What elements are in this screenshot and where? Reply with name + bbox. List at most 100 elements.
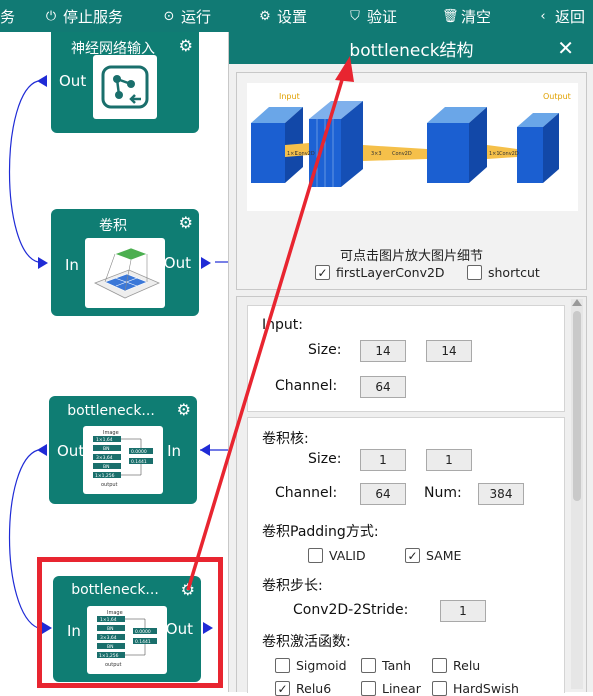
- diagram-l3: 3×3: [371, 151, 382, 157]
- input-channel-field[interactable]: 64: [360, 376, 406, 398]
- checkbox-unchecked-icon[interactable]: [467, 265, 482, 280]
- input-channel-label: Channel:: [275, 378, 338, 394]
- first-layer-label: firstLayerConv2D: [336, 265, 445, 280]
- port-out-label: Out: [57, 442, 85, 460]
- node-thumbnail: Image 1×1,64 BN 3×3,64 BN 1×1,256 output…: [83, 426, 163, 494]
- clear-button[interactable]: 🗑 清空: [442, 0, 491, 32]
- port-out-arrow[interactable]: [37, 75, 47, 87]
- gear-icon[interactable]: ⚙: [178, 36, 193, 55]
- checkbox-unchecked-icon[interactable]: [432, 681, 447, 696]
- activation-tanh-checkbox[interactable]: Tanh: [361, 658, 411, 673]
- checkbox-checked-icon[interactable]: ✓: [405, 548, 420, 563]
- activation-linear-checkbox[interactable]: Linear: [361, 681, 421, 696]
- shortcut-checkbox[interactable]: shortcut: [467, 265, 540, 280]
- node-bottleneck-1[interactable]: bottleneck... ⚙ Out In Image 1×1,64 BN 3…: [49, 396, 197, 504]
- kernel-section-title: 卷积核:: [262, 431, 309, 447]
- port-out-arrow[interactable]: [201, 257, 211, 269]
- gear-icon: ⚙: [259, 8, 271, 24]
- checkbox-checked-icon[interactable]: ✓: [275, 681, 290, 696]
- structure-diagram-image[interactable]: Input Output: [247, 83, 578, 211]
- bottleneck-panel: bottleneck结构 ✕ Input Output: [228, 32, 593, 696]
- kernel-num-field[interactable]: 384: [478, 483, 524, 505]
- port-out-label: Out: [165, 620, 193, 638]
- thumb-v1: 0.0000: [131, 449, 147, 455]
- checkbox-checked-icon[interactable]: ✓: [315, 265, 330, 280]
- relu-label: Relu: [453, 658, 481, 673]
- port-out-arrow[interactable]: [37, 444, 47, 456]
- padding-valid-checkbox[interactable]: VALID: [308, 548, 366, 563]
- thumb-bn: BN: [103, 446, 109, 452]
- activation-title: 卷积激活函数:: [262, 634, 351, 650]
- structure-image-box: Input Output: [236, 72, 587, 290]
- thumb-output-text: output: [101, 482, 118, 488]
- thumb-image-text: Image: [103, 430, 119, 436]
- first-layer-conv2d-checkbox[interactable]: ✓ firstLayerConv2D: [315, 265, 445, 280]
- activation-relu6-checkbox[interactable]: ✓ Relu6: [275, 681, 331, 696]
- node-bottleneck-2[interactable]: bottleneck... ⚙ In Out Image 1×1,64 BN 3…: [53, 576, 201, 682]
- checkbox-unchecked-icon[interactable]: [275, 658, 290, 673]
- checkbox-unchecked-icon[interactable]: [432, 658, 447, 673]
- hardswish-label: HardSwish: [453, 681, 519, 696]
- port-in-arrow[interactable]: [42, 622, 52, 634]
- checkbox-unchecked-icon[interactable]: [361, 658, 376, 673]
- shortcut-label: shortcut: [488, 265, 540, 280]
- bottleneck-diagram-icon: Image 1×1,64 BN 3×3,64 BN 1×1,256 output…: [97, 610, 157, 668]
- node-title: bottleneck...: [71, 582, 159, 598]
- activation-relu-checkbox[interactable]: Relu: [432, 658, 480, 673]
- gear-icon[interactable]: ⚙: [178, 213, 193, 232]
- kernel-num-label: Num:: [424, 485, 462, 501]
- toolbar-item-cut-label: 务: [0, 7, 16, 26]
- diagram-l4: Conv2D: [392, 151, 412, 157]
- node-conv[interactable]: 卷积 ⚙ In Out: [51, 209, 199, 316]
- bottleneck-diagram-icon: Image 1×1,64 BN 3×3,64 BN 1×1,256 output…: [93, 430, 153, 490]
- scroll-thumb[interactable]: [573, 311, 581, 501]
- thumb-bn: BN: [107, 626, 113, 632]
- tanh-label: Tanh: [382, 658, 412, 673]
- activation-sigmoid-checkbox[interactable]: Sigmoid: [275, 658, 347, 673]
- vertical-scrollbar[interactable]: [571, 299, 583, 689]
- activation-hardswish-checkbox[interactable]: HardSwish: [432, 681, 519, 696]
- port-out-arrow[interactable]: [203, 622, 213, 634]
- checkbox-unchecked-icon[interactable]: [361, 681, 376, 696]
- padding-same-checkbox[interactable]: ✓ SAME: [405, 548, 461, 563]
- stride-label: Conv2D-2Stride:: [293, 602, 409, 618]
- input-size-width-field[interactable]: 14: [360, 340, 406, 362]
- thumb-r1: 1×1,64: [96, 437, 113, 443]
- back-button[interactable]: ‹ 返回: [536, 0, 585, 32]
- close-icon[interactable]: ✕: [557, 36, 574, 60]
- stop-service-button[interactable]: ⏻ 停止服务: [44, 0, 123, 32]
- kernel-channel-field[interactable]: 64: [360, 483, 406, 505]
- port-in-arrow[interactable]: [200, 444, 210, 456]
- thumb-bn-2: BN: [103, 464, 109, 470]
- chevron-left-icon: ‹: [540, 8, 546, 24]
- sigmoid-label: Sigmoid: [296, 658, 347, 673]
- kernel-size-width-field[interactable]: 1: [360, 449, 406, 471]
- scroll-up-arrow-icon[interactable]: [572, 299, 582, 306]
- verify-label: 验证: [367, 7, 398, 26]
- checkbox-unchecked-icon[interactable]: [308, 548, 323, 563]
- power-icon: ⏻: [45, 8, 57, 24]
- settings-button[interactable]: ⚙ 设置: [258, 0, 307, 32]
- run-button[interactable]: ⊙ 运行: [162, 0, 211, 32]
- top-toolbar: 务 ⏻ 停止服务 ⊙ 运行 ⚙ 设置 ⛉ 验证 🗑 清空 ‹ 返回: [0, 0, 593, 32]
- input-size-height-field[interactable]: 14: [426, 340, 472, 362]
- node-neural-input[interactable]: 神经网络输入 ⚙ Out: [51, 32, 199, 133]
- padding-title: 卷积Padding方式:: [262, 524, 379, 540]
- thumb-v2: 0.1441: [135, 639, 151, 645]
- valid-label: VALID: [329, 548, 366, 563]
- selection-highlight-box: [37, 557, 223, 688]
- panel-header: bottleneck结构 ✕: [229, 32, 593, 64]
- port-in-arrow[interactable]: [38, 257, 48, 269]
- thumb-r1: 1×1,64: [100, 617, 117, 623]
- kernel-size-height-field[interactable]: 1: [426, 449, 472, 471]
- toolbar-item-cut[interactable]: 务: [0, 0, 15, 32]
- input-section-title: Input:: [262, 317, 303, 333]
- play-icon: ⊙: [163, 8, 175, 24]
- verify-button[interactable]: ⛉ 验证: [348, 0, 397, 32]
- gear-icon[interactable]: ⚙: [176, 400, 191, 419]
- thumb-output-text: output: [105, 662, 122, 668]
- stride-field[interactable]: 1: [440, 600, 486, 622]
- share-graph-icon: [101, 65, 149, 109]
- kernel-channel-label: Channel:: [275, 485, 338, 501]
- stop-service-label: 停止服务: [63, 7, 124, 26]
